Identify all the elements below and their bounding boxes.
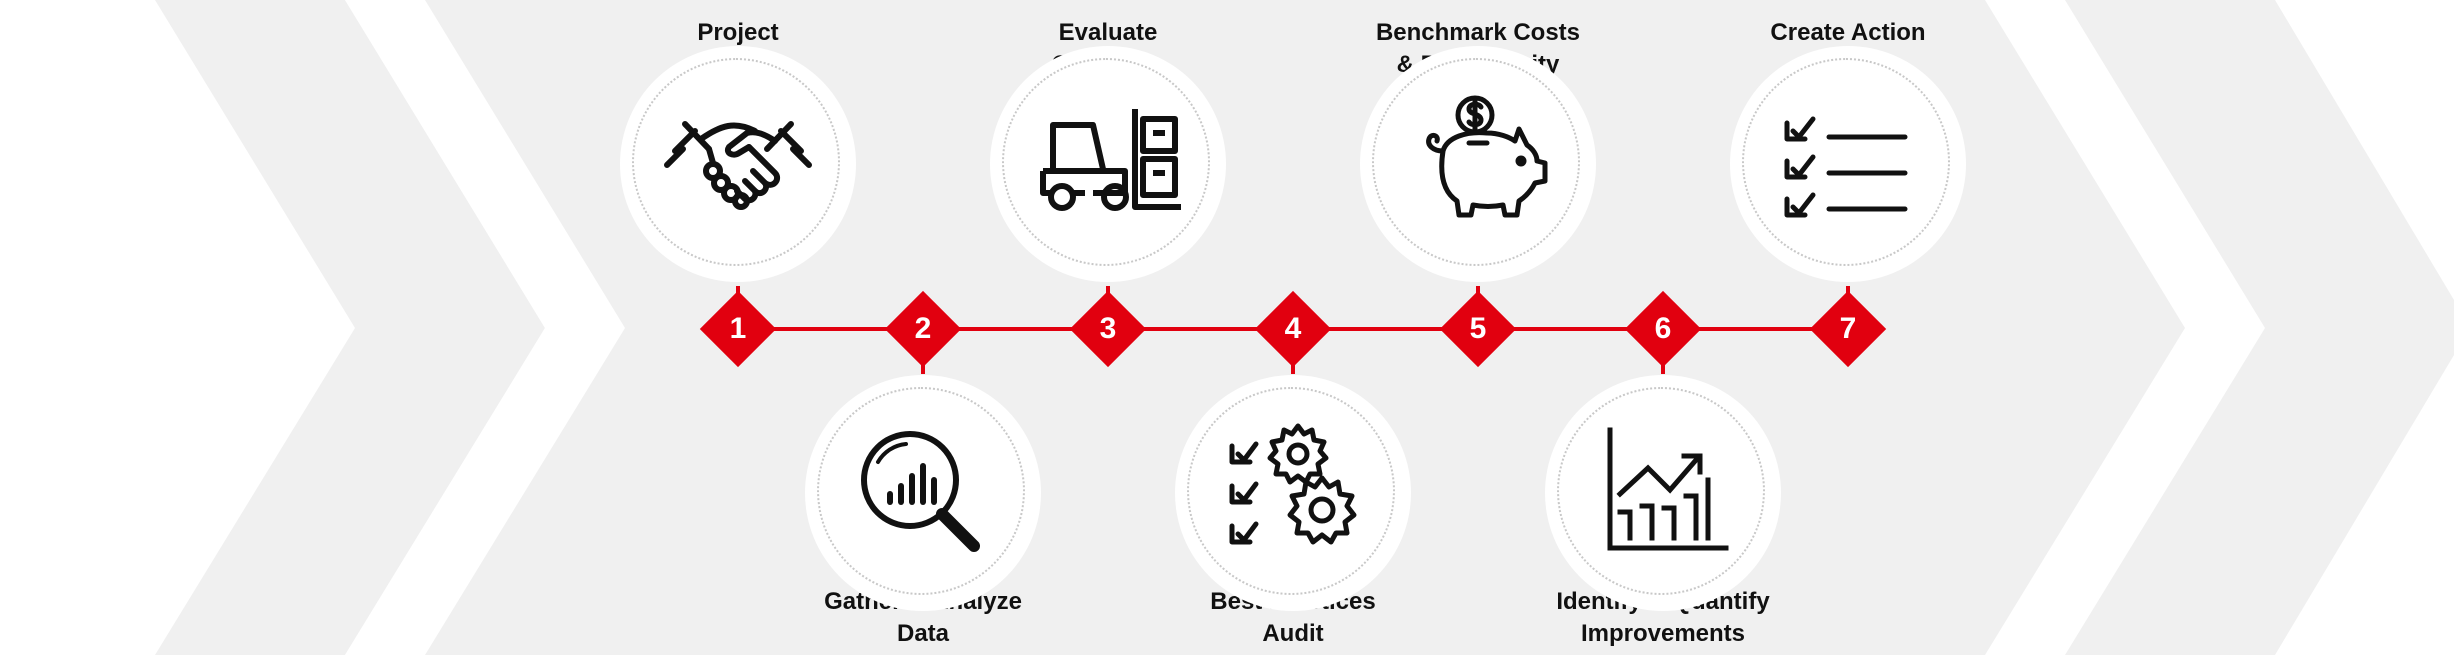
step-2-marker: 2 — [884, 290, 962, 368]
step-6-number: 6 — [1654, 312, 1672, 345]
step-3-number: 3 — [1099, 312, 1117, 345]
step-6-marker: 6 — [1624, 290, 1702, 368]
step-4-title-line-2: Audit — [1262, 620, 1324, 647]
step-5-marker: 5 — [1439, 290, 1517, 368]
chevron-shape — [2065, 0, 2454, 655]
step-7-number: 7 — [1839, 312, 1857, 345]
handshake-icon — [664, 121, 812, 210]
step-4-marker: 4 — [1254, 290, 1332, 368]
dotted-ring — [1372, 58, 1580, 266]
step-2-title-line-2: Data — [896, 620, 950, 647]
dotted-ring — [817, 387, 1025, 595]
step-5-number: 5 — [1469, 312, 1487, 345]
step-6-title-line-2: Improvements — [1580, 620, 1746, 647]
step-7-marker: 7 — [1809, 290, 1887, 368]
dotted-ring — [1187, 387, 1395, 595]
magnifier-chart-icon — [861, 431, 980, 552]
step-1-icon-circle — [620, 46, 856, 282]
step-2-number: 2 — [914, 312, 932, 345]
dotted-ring — [1742, 58, 1950, 266]
step-2-icon-circle — [805, 375, 1041, 611]
dotted-ring — [632, 58, 840, 266]
piggy-bank-icon — [1426, 95, 1548, 218]
forklift-icon — [1040, 109, 1181, 211]
step-3-title-line-1: Evaluate — [1058, 19, 1158, 46]
step-7-icon-circle — [1730, 46, 1966, 282]
chevron-shape — [155, 0, 545, 655]
step-7-title-line-1: Create Action — [1770, 19, 1926, 46]
dotted-ring — [1002, 58, 1210, 266]
step-3-marker: 3 — [1069, 290, 1147, 368]
step-5-icon-circle — [1360, 46, 1596, 282]
step-4-number: 4 — [1284, 312, 1302, 345]
step-1-number: 1 — [729, 312, 747, 345]
step-1-title-line-1: Project — [697, 19, 779, 46]
step-3-icon-circle — [990, 46, 1226, 282]
step-4-icon-circle — [1175, 375, 1411, 611]
step-6-icon-circle — [1545, 375, 1781, 611]
step-1-marker: 1 — [699, 290, 777, 368]
checklist-icon — [1784, 116, 1908, 218]
dotted-ring — [1557, 387, 1765, 595]
growth-chart-icon — [1607, 427, 1729, 551]
checklist-gears-icon — [1229, 423, 1357, 545]
step-5-title-line-1: Benchmark Costs — [1375, 19, 1581, 46]
